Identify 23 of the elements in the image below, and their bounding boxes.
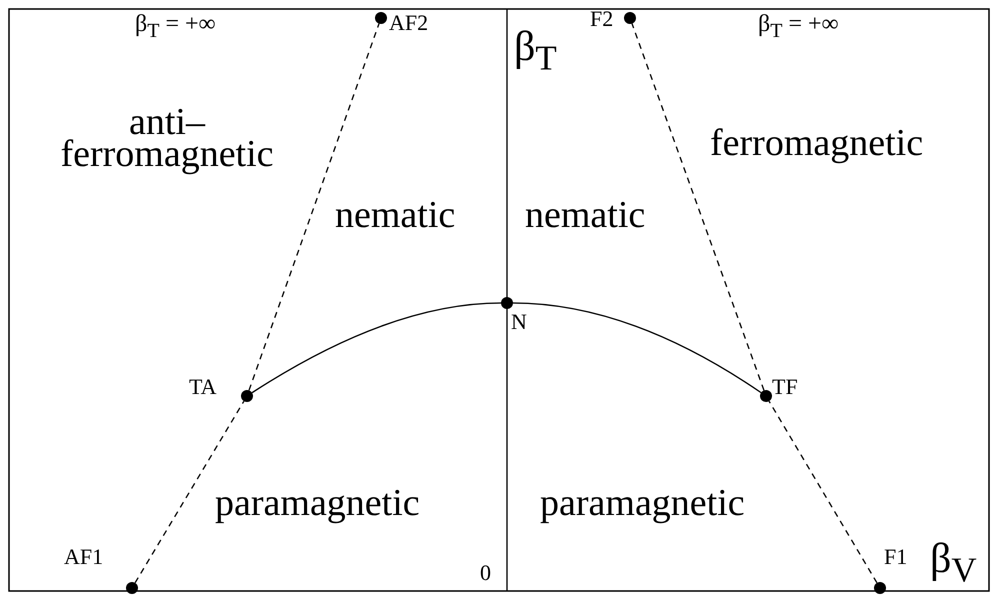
point-label: F1 bbox=[884, 546, 908, 568]
axis-label: β$_{T}$ bbox=[514, 26, 557, 76]
dashed-boundary-line bbox=[134, 400, 244, 584]
region-label: ferromagnetic bbox=[710, 124, 924, 162]
boundary-curve bbox=[252, 302, 502, 394]
point-label: F2 bbox=[590, 8, 614, 30]
region-label: nematic bbox=[335, 196, 456, 234]
region-label: nematic bbox=[525, 196, 646, 234]
dashed-boundary-line bbox=[768, 400, 878, 584]
axis-label: β$_{V}$ bbox=[930, 538, 977, 588]
point-label: TF bbox=[772, 376, 798, 398]
boundary-curve bbox=[512, 302, 762, 394]
boundary-label: β$_{T}$ = +∞ bbox=[758, 12, 839, 41]
boundary-label: β$_{T}$ = +∞ bbox=[135, 12, 216, 41]
point-label: TA bbox=[189, 376, 217, 398]
origin-label: 0 bbox=[480, 562, 491, 584]
dashed-boundary-line bbox=[248, 23, 380, 391]
point-label: N bbox=[511, 311, 527, 333]
region-label: paramagnetic bbox=[540, 484, 745, 522]
point-label: AF2 bbox=[389, 12, 428, 34]
dashed-boundary-line bbox=[631, 23, 765, 391]
region-label: paramagnetic bbox=[215, 484, 420, 522]
point-label: AF1 bbox=[64, 546, 104, 568]
